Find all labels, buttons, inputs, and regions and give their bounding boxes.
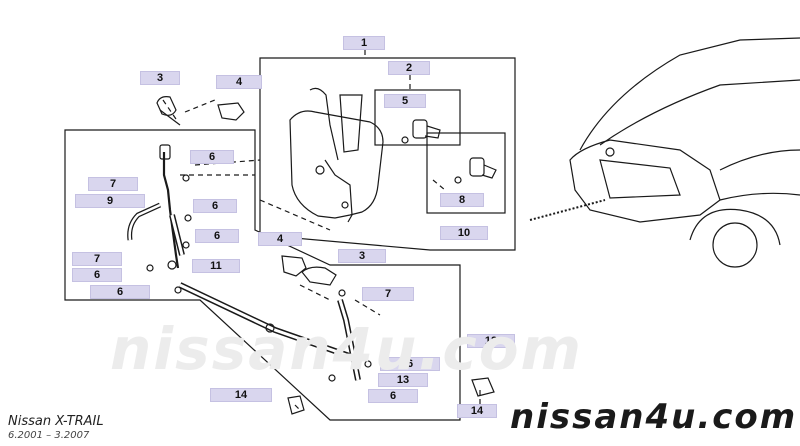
callout-1: 1 xyxy=(343,36,385,50)
callout-3: 3 xyxy=(140,71,180,85)
callout-11: 11 xyxy=(192,259,240,273)
callout-5: 5 xyxy=(384,94,426,108)
callout-6: 6 xyxy=(195,229,239,243)
callout-8: 8 xyxy=(440,193,484,207)
callout-6: 6 xyxy=(72,268,122,282)
callout-13: 13 xyxy=(378,373,428,387)
pump-box-2 xyxy=(374,89,461,146)
pump-box-10 xyxy=(426,132,506,214)
callout-7: 7 xyxy=(72,252,122,266)
callout-6: 6 xyxy=(193,199,237,213)
watermark-footer: nissan4u.com xyxy=(510,397,798,437)
callout-2: 2 xyxy=(388,61,430,75)
callout-10: 10 xyxy=(440,226,488,240)
footer-model: Nissan X-TRAIL xyxy=(8,414,104,429)
callout-14: 14 xyxy=(210,388,272,402)
callout-6: 6 xyxy=(368,389,418,403)
callout-6: 6 xyxy=(90,285,150,299)
hose-routing-box xyxy=(64,129,461,421)
watermark-center: nissan4u.com xyxy=(110,315,583,383)
callout-7: 7 xyxy=(88,177,138,191)
callout-6: 6 xyxy=(190,150,234,164)
footer-years: 6.2001 – 3.2007 xyxy=(8,430,90,441)
callout-7: 7 xyxy=(362,287,414,301)
callout-14: 14 xyxy=(457,404,497,418)
callout-9: 9 xyxy=(75,194,145,208)
callout-4: 4 xyxy=(216,75,262,89)
reservoir-box xyxy=(259,57,516,251)
callout-12: 12 xyxy=(467,334,515,348)
callout-3: 3 xyxy=(338,249,386,263)
callout-4: 4 xyxy=(258,232,302,246)
callout-6: 6 xyxy=(380,357,440,371)
